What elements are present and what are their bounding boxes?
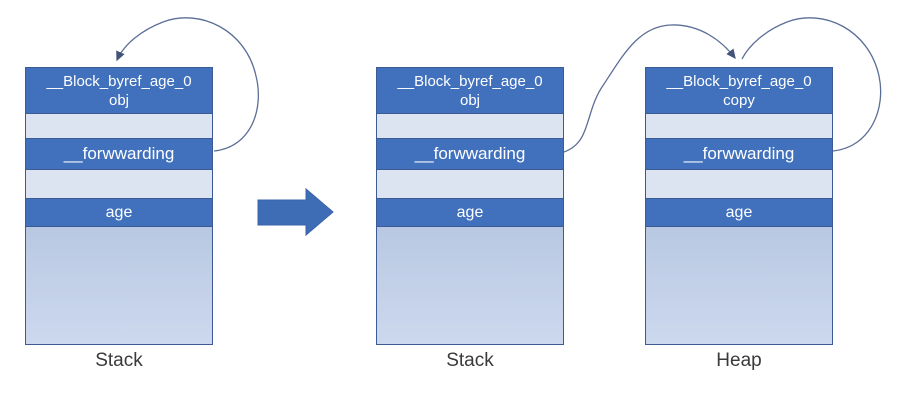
struct-header-row: __Block_byref_age_0 obj bbox=[26, 68, 212, 114]
block-label-stack-1: Stack bbox=[95, 350, 143, 371]
block-label-heap: Heap bbox=[716, 350, 762, 371]
struct-header-row: __Block_byref_age_0 obj bbox=[377, 68, 563, 114]
copy-transition-arrow bbox=[257, 187, 334, 237]
spacer-row bbox=[26, 170, 212, 199]
struct-name: __Block_byref_age_0 bbox=[666, 72, 812, 90]
spacer-row bbox=[377, 170, 563, 199]
struct-header-row: __Block_byref_age_0 copy bbox=[646, 68, 832, 114]
struct-name: __Block_byref_age_0 bbox=[46, 72, 192, 90]
struct-name: __Block_byref_age_0 bbox=[397, 72, 543, 90]
spacer-row bbox=[26, 114, 212, 139]
spacer-row bbox=[646, 114, 832, 139]
age-row: age bbox=[646, 199, 832, 227]
spacer-row bbox=[646, 170, 832, 199]
unused-memory-area bbox=[646, 227, 832, 344]
block-label-stack-2: Stack bbox=[446, 350, 494, 371]
spacer-row bbox=[377, 114, 563, 139]
age-row: age bbox=[377, 199, 563, 227]
unused-memory-area bbox=[26, 227, 212, 344]
memory-block-stack-2: __Block_byref_age_0 obj __forwwarding ag… bbox=[376, 67, 564, 345]
forwarding-row: __forwwarding bbox=[377, 139, 563, 170]
memory-block-stack-1: __Block_byref_age_0 obj __forwwarding ag… bbox=[25, 67, 213, 345]
unused-memory-area bbox=[377, 227, 563, 344]
struct-instance: obj bbox=[108, 91, 130, 109]
memory-block-heap: __Block_byref_age_0 copy __forwwarding a… bbox=[645, 67, 833, 345]
age-row: age bbox=[26, 199, 212, 227]
struct-instance: obj bbox=[459, 91, 481, 109]
forwarding-row: __forwwarding bbox=[646, 139, 832, 170]
forwarding-row: __forwwarding bbox=[26, 139, 212, 170]
struct-instance: copy bbox=[723, 91, 755, 109]
